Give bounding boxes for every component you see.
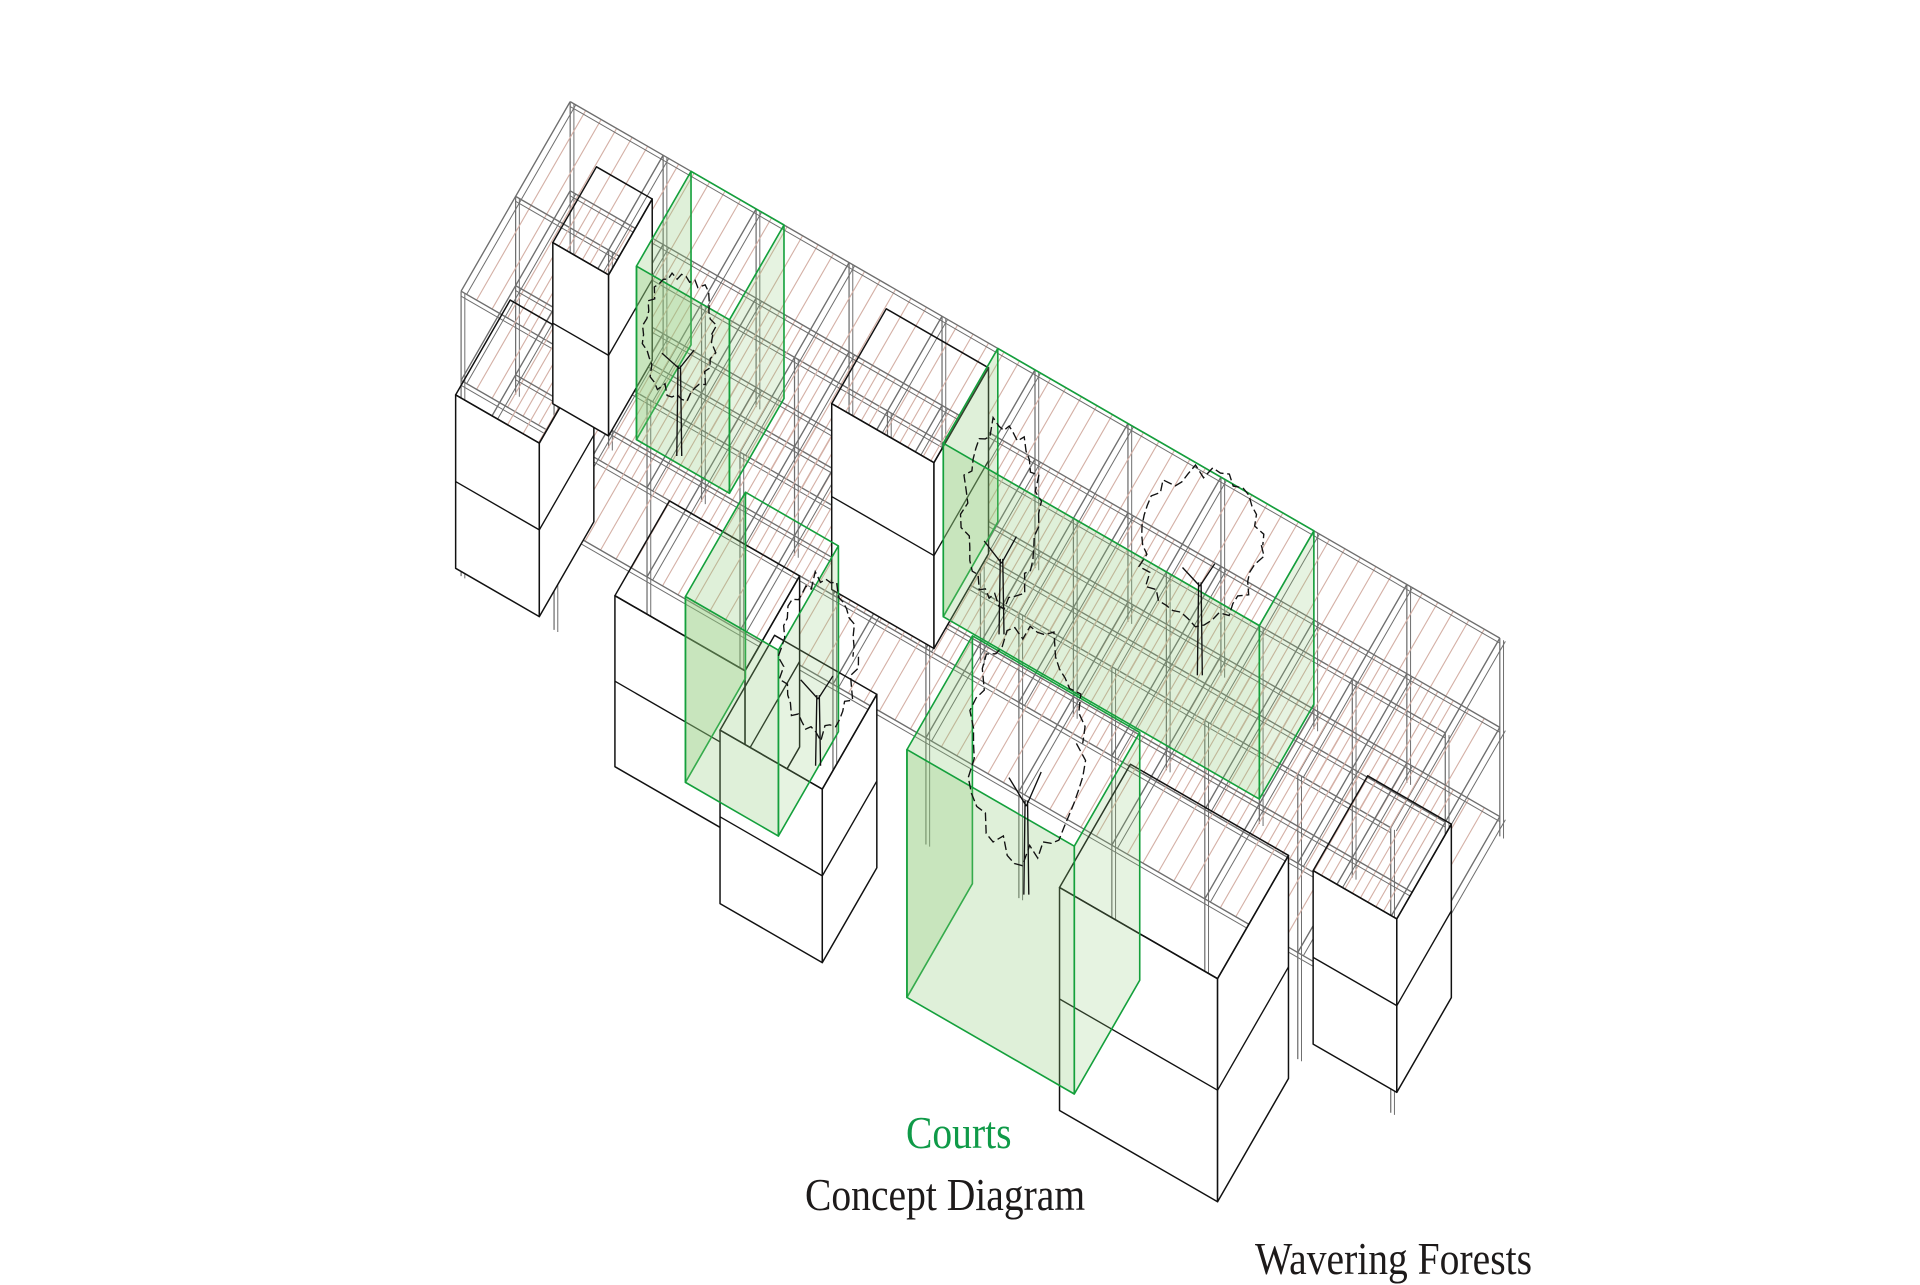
- tree-court-upper-right: [1138, 463, 1265, 676]
- box-floor-line: [1396, 910, 1452, 1006]
- box-top-face: [552, 166, 653, 276]
- room-box-upper-mid: [830, 308, 990, 650]
- cross-beam: [925, 547, 1036, 739]
- tree-trunk: [1008, 771, 1042, 895]
- box-top-face: [1312, 775, 1453, 920]
- court-upper-left: [635, 170, 785, 495]
- box-floor-line: [719, 816, 823, 877]
- cross-beam: [1204, 708, 1315, 900]
- cross-beam: [1209, 712, 1320, 903]
- court-front-left: [684, 491, 840, 837]
- box-floor-line: [538, 434, 595, 531]
- court-edge: [997, 347, 1315, 532]
- court-face: [728, 224, 785, 495]
- court-upper-large: [942, 347, 1315, 800]
- box-floor-line: [1059, 998, 1218, 1091]
- tree-court-front-large: [967, 625, 1087, 895]
- room-box-right-end: [1312, 775, 1453, 1094]
- tree-canopy: [641, 271, 718, 403]
- court-edge: [971, 635, 1141, 734]
- box-top-face: [830, 308, 990, 464]
- cross-beam: [745, 354, 856, 545]
- box-top-face: [1058, 763, 1290, 980]
- cross-beam: [745, 265, 856, 456]
- concept-diagram-caption: Concept Diagram: [805, 1169, 1086, 1220]
- tree-court-front-left: [777, 569, 860, 766]
- cross-beam: [1024, 604, 1134, 796]
- cross-beam: [460, 190, 571, 381]
- box-floor-line: [1312, 956, 1398, 1007]
- beam: [515, 379, 1446, 917]
- tree-court-upper-left: [641, 271, 718, 457]
- beam: [569, 195, 1501, 733]
- court-face: [1073, 731, 1141, 1095]
- cross-beam: [466, 193, 577, 384]
- box-top-face: [719, 634, 878, 790]
- beam: [460, 384, 1391, 923]
- project-title: Wavering Forests: [1255, 1233, 1532, 1284]
- cross-beam: [1111, 655, 1222, 846]
- courts-label: Courts: [906, 1107, 1012, 1158]
- cross-beam: [1395, 641, 1506, 832]
- cross-beam: [1116, 658, 1227, 849]
- room-box-front-right: [1058, 763, 1290, 1203]
- tree-trunk: [661, 349, 695, 457]
- beam: [569, 190, 1501, 728]
- tree-trunk: [800, 675, 834, 766]
- court-edge: [745, 491, 839, 547]
- tree-trunk: [1181, 563, 1216, 676]
- box-floor-line: [552, 322, 609, 356]
- cross-beam: [1390, 727, 1501, 918]
- cross-beam: [739, 440, 850, 631]
- cross-beam: [466, 104, 577, 295]
- tree-trunk: [983, 536, 1017, 635]
- room-box-left-upper: [552, 166, 653, 437]
- beam: [460, 474, 1391, 1012]
- tree-canopy: [959, 415, 1043, 610]
- cross-beam: [1209, 533, 1320, 724]
- tree-canopy: [967, 625, 1087, 867]
- box-floor-line: [608, 279, 653, 356]
- box-floor-line: [1216, 966, 1290, 1091]
- cross-beam: [460, 101, 571, 292]
- cross-beam: [1297, 673, 1408, 864]
- cross-beam: [1302, 587, 1413, 778]
- court-face: [777, 545, 840, 837]
- beam: [569, 284, 1501, 822]
- beam: [569, 106, 1501, 644]
- tree-canopy: [777, 569, 860, 743]
- court-edge: [690, 170, 785, 226]
- cross-beam: [739, 351, 850, 542]
- cross-beam: [1018, 601, 1129, 792]
- court-front-large: [906, 635, 1141, 1095]
- cross-beam: [1302, 676, 1413, 867]
- box-floor-line: [744, 661, 801, 757]
- cross-beam: [931, 551, 1041, 742]
- box-floor-line: [831, 495, 935, 557]
- tree-court-upper-mid: [959, 415, 1043, 635]
- box-floor-line: [821, 780, 878, 877]
- court-face: [906, 748, 1076, 1095]
- cross-beam: [652, 390, 763, 581]
- court-face: [1258, 530, 1315, 800]
- box-floor-line: [455, 480, 540, 531]
- tree-canopy: [1138, 463, 1265, 628]
- beam: [569, 279, 1501, 818]
- room-box-front-center: [719, 634, 878, 964]
- cross-beam: [646, 387, 757, 578]
